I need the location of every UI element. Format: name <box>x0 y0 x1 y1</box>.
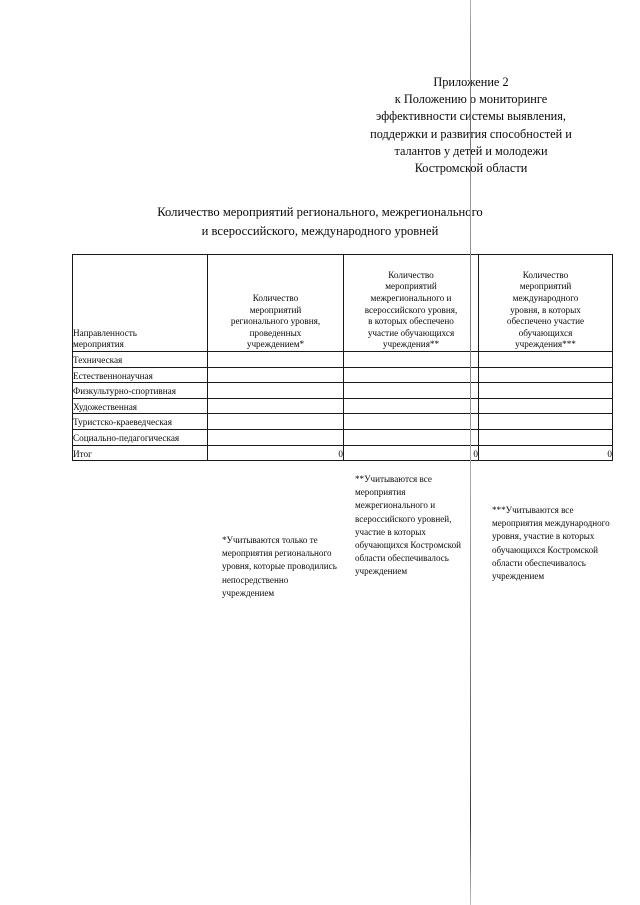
cell-technical-regional[interactable] <box>207 351 344 368</box>
title-line-2: и всероссийского, международного уровней <box>201 224 439 238</box>
table-row: Техническая <box>72 351 613 368</box>
header-line-6: Костромской области <box>414 161 528 176</box>
cell-total-interregional: 0 <box>343 444 479 462</box>
column-header-international: Количество мероприятий международного ур… <box>478 254 613 352</box>
cell-tourism-international[interactable] <box>478 413 613 430</box>
column-header-direction: Направленность мероприятия <box>72 254 208 352</box>
events-count-table: Направленность мероприятия Количество ме… <box>72 254 613 462</box>
cell-natural-science-interregional[interactable] <box>343 366 479 384</box>
cell-technical-international[interactable] <box>478 351 613 368</box>
cell-artistic-international[interactable] <box>478 397 613 415</box>
cell-social-pedagogical-international[interactable] <box>478 428 613 446</box>
row-label-technical: Техническая <box>72 351 208 368</box>
column-header-international-line-7: учреждения*** <box>515 339 576 350</box>
column-header-interregional-line-3: межрегионального и <box>370 293 452 304</box>
row-label-total: Итог <box>72 444 208 462</box>
column-header-regional-line-3: регионального уровня, <box>230 316 321 327</box>
cell-natural-science-regional[interactable] <box>207 366 344 384</box>
column-header-regional-line-4: проведенных <box>249 327 302 338</box>
column-header-direction-line-1: Направленность <box>73 327 137 338</box>
column-header-interregional-line-6: участие обучающихся <box>367 327 455 338</box>
row-label-tourism: Туристско-краеведческая <box>72 413 208 430</box>
table-row: Социально-педагогическая <box>72 428 613 446</box>
column-header-international-line-6: обучающихся <box>518 327 573 338</box>
cell-sports-interregional[interactable] <box>343 382 479 399</box>
cell-tourism-interregional[interactable] <box>343 413 479 430</box>
header-line-2: к Положению о мониторинге <box>394 92 548 107</box>
footnote-international: ***Учитываются все мероприятия междунаро… <box>492 505 610 582</box>
table-row: Художественная <box>72 397 613 415</box>
cell-total-international: 0 <box>478 444 613 462</box>
column-header-international-line-1: Количество <box>522 269 569 280</box>
document-header-block: Приложение 2 к Положению о мониторинге э… <box>330 74 612 177</box>
table-total-row: Итог 0 0 0 <box>72 444 613 462</box>
footnote-interregional: **Учитываются все мероприятия межрегиона… <box>355 474 462 577</box>
cell-artistic-regional[interactable] <box>207 397 344 415</box>
table-header-row: Направленность мероприятия Количество ме… <box>72 254 613 352</box>
cell-technical-interregional[interactable] <box>343 351 479 368</box>
column-header-international-line-3: международного <box>512 293 579 304</box>
table-row: Физкультурно-спортивная <box>72 382 613 399</box>
row-label-sports: Физкультурно-спортивная <box>72 382 208 399</box>
column-header-regional: Количество мероприятий регионального уро… <box>207 254 344 352</box>
column-header-direction-line-2: мероприятия <box>73 339 124 350</box>
header-line-4: поддержки и развития способностей и <box>370 126 572 141</box>
cell-sports-international[interactable] <box>478 382 613 399</box>
cell-social-pedagogical-interregional[interactable] <box>343 428 479 446</box>
cell-total-regional: 0 <box>207 444 344 462</box>
column-header-international-line-2: мероприятий <box>519 281 572 292</box>
header-line-3: эффективности системы выявления, <box>376 109 566 124</box>
column-header-interregional-line-2: мероприятий <box>385 281 437 292</box>
row-label-artistic: Художественная <box>72 397 208 415</box>
cell-sports-regional[interactable] <box>207 382 344 399</box>
column-header-interregional-line-4: всероссийского уровня, <box>364 304 458 315</box>
column-header-interregional-line-1: Количество <box>388 269 434 280</box>
page-title: Количество мероприятий регионального, ме… <box>60 203 580 241</box>
column-header-interregional-line-7: учреждения** <box>382 339 440 350</box>
column-header-international-line-5: обеспечено участие <box>506 316 585 327</box>
column-header-regional-line-2: мероприятий <box>249 304 302 315</box>
header-line-1: Приложение 2 <box>433 75 509 89</box>
table-row: Туристско-краеведческая <box>72 413 613 430</box>
column-header-international-line-4: уровня, в которых <box>510 304 581 315</box>
footnote-regional: *Учитываются только те мероприятия регио… <box>222 535 337 598</box>
column-header-interregional-line-5: в которых обеспечено <box>368 316 454 327</box>
cell-tourism-regional[interactable] <box>207 413 344 430</box>
cell-artistic-interregional[interactable] <box>343 397 479 415</box>
row-label-social-pedagogical: Социально-педагогическая <box>72 428 208 446</box>
table-row: Естественнонаучная <box>72 366 613 384</box>
column-header-interregional: Количество мероприятий межрегионального … <box>343 254 479 352</box>
header-line-5: талантов у детей и молодежи <box>394 143 548 158</box>
cell-social-pedagogical-regional[interactable] <box>207 428 344 446</box>
row-label-natural-science: Естественнонаучная <box>72 366 208 384</box>
column-header-regional-line-1: Количество <box>252 293 299 304</box>
cell-natural-science-international[interactable] <box>478 366 613 384</box>
events-count-table-wrapper: Направленность мероприятия Количество ме… <box>72 254 613 462</box>
title-line-1: Количество мероприятий регионального, ме… <box>157 205 483 219</box>
column-header-regional-line-5: учреждением* <box>246 339 305 350</box>
